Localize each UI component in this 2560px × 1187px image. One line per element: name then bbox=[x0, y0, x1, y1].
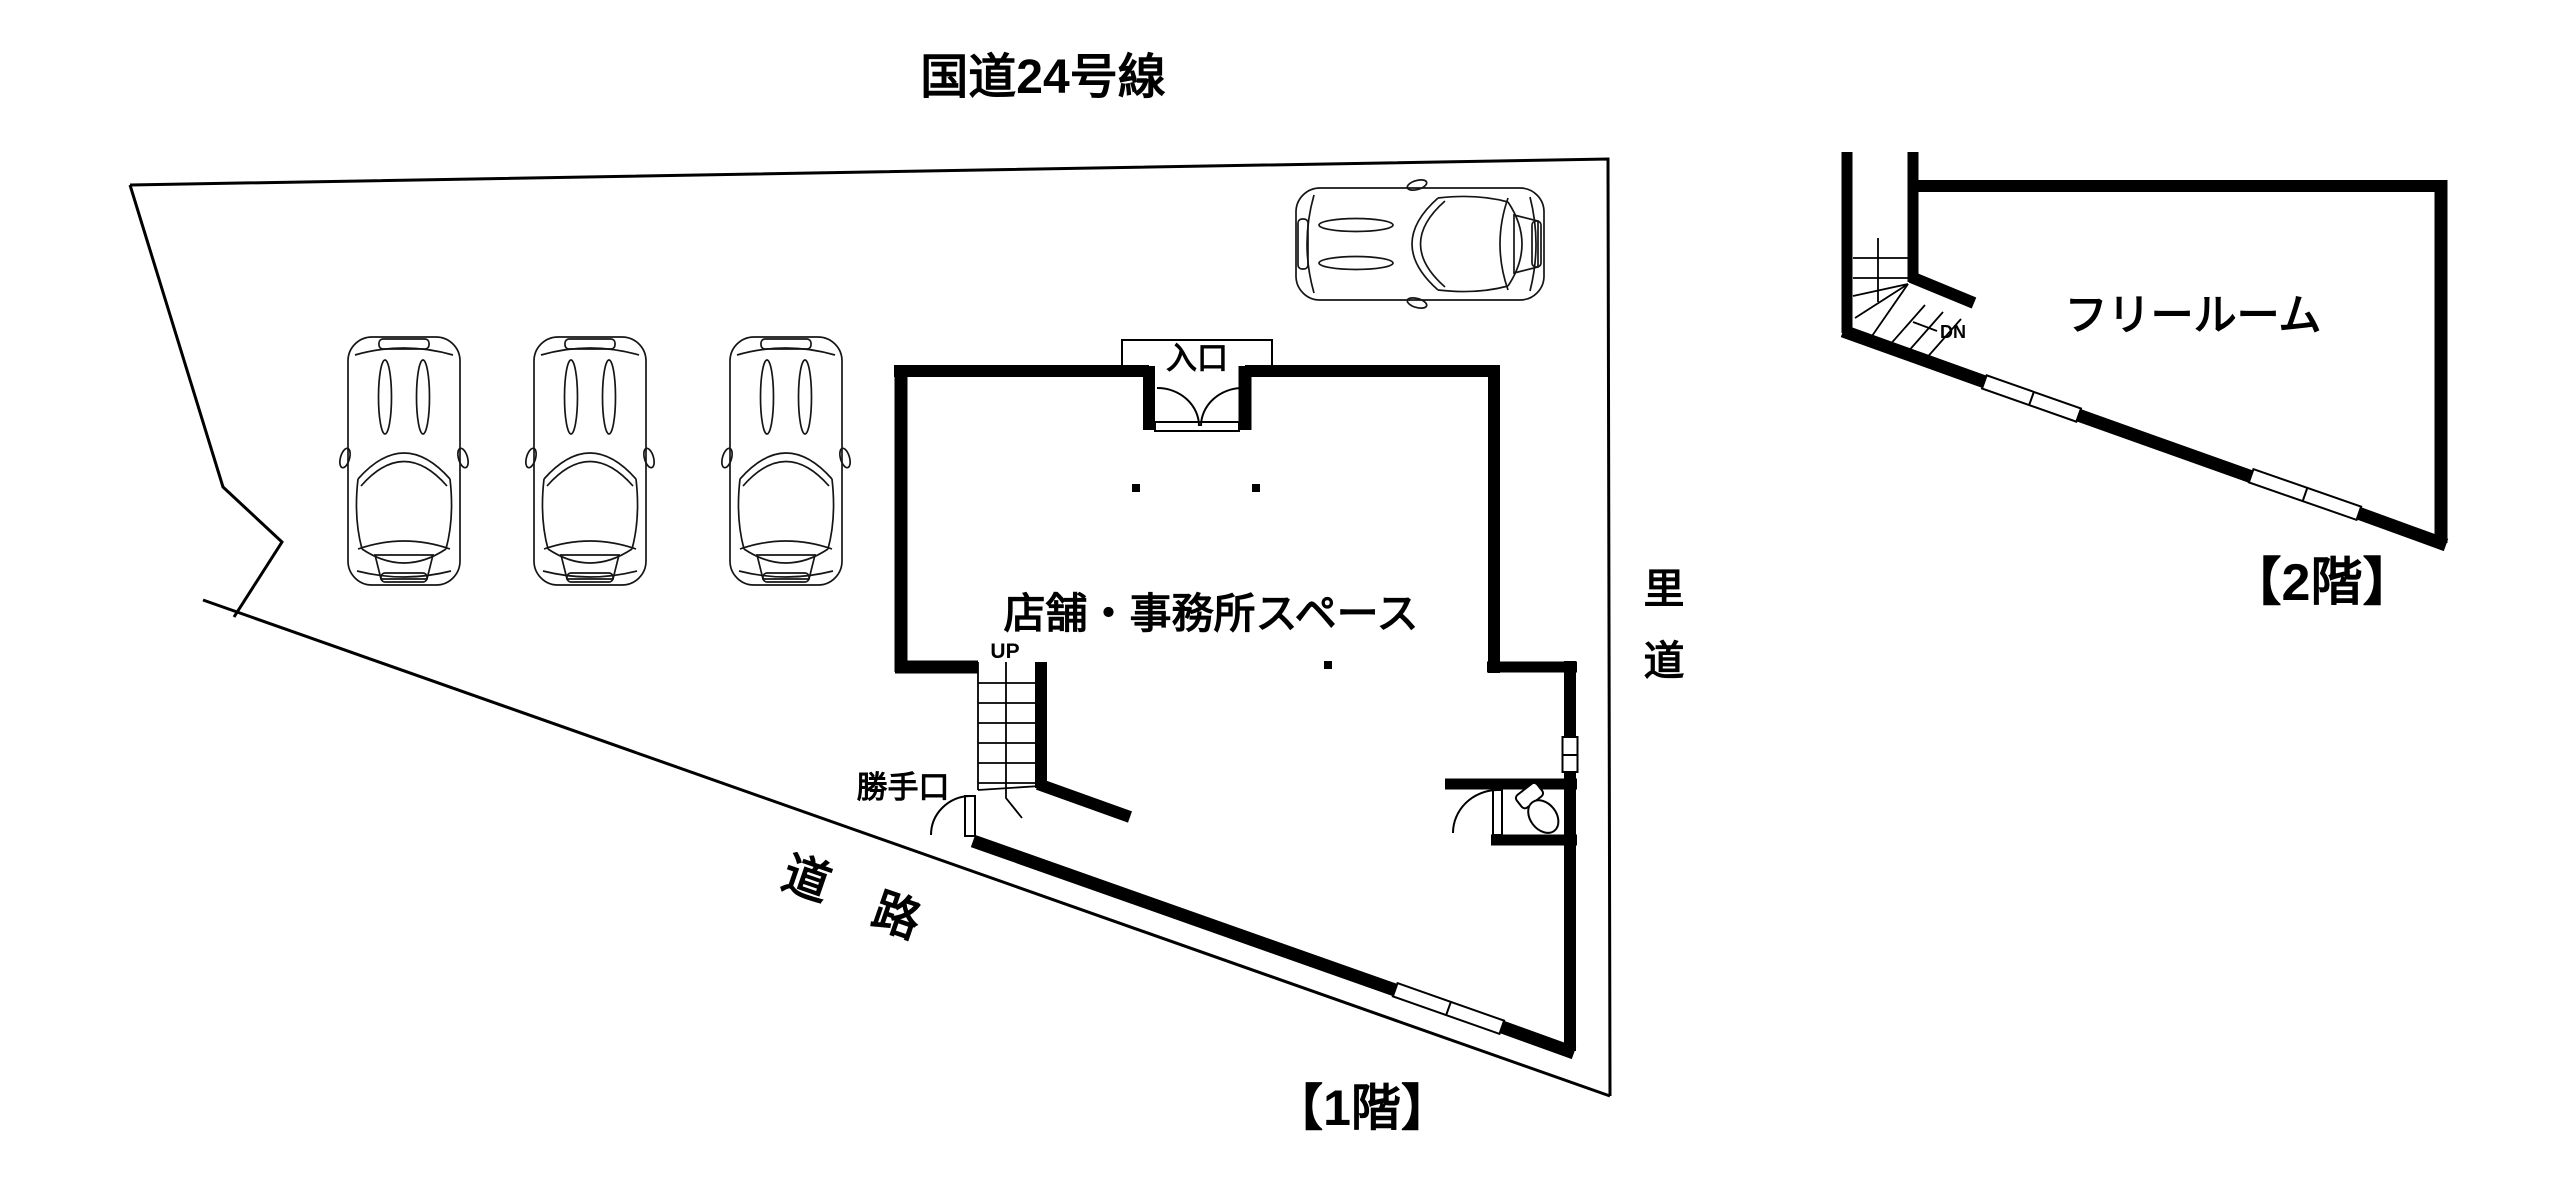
floor-plan-2f: DN フリールーム 【2階】 bbox=[1840, 152, 2449, 612]
window-2f-right bbox=[2247, 467, 2363, 522]
site-plan-1f: 国道24号線 bbox=[128, 51, 1685, 1136]
entrance: 入口 bbox=[1121, 339, 1273, 432]
pillar-3 bbox=[1324, 661, 1332, 669]
room-label-2f: フリールーム bbox=[2065, 292, 2322, 340]
toilet-room bbox=[1452, 781, 1560, 836]
back-door-label: 勝手口 bbox=[857, 770, 950, 805]
pillar-1 bbox=[1132, 484, 1140, 492]
window-front-diagonal bbox=[1391, 981, 1506, 1036]
entrance-door-left-swing bbox=[1156, 387, 1200, 427]
window-right-wall bbox=[1561, 736, 1579, 773]
entrance-sill bbox=[1154, 421, 1240, 432]
staircase-2f: DN bbox=[1852, 238, 1966, 362]
entrance-label-box bbox=[1121, 339, 1273, 366]
parked-car-2 bbox=[523, 336, 657, 586]
room-label-1f: 店舗・事務所スペース bbox=[1004, 590, 1419, 637]
building-2f-walls bbox=[1840, 152, 2449, 552]
window-2f-left bbox=[1980, 374, 2083, 423]
back-door-swing bbox=[930, 795, 971, 836]
caption-2f: 【2階】 bbox=[2230, 554, 2415, 612]
caption-1f: 【1階】 bbox=[1273, 1080, 1451, 1136]
back-door-leaf bbox=[964, 795, 976, 837]
stairs-up-label: UP bbox=[990, 640, 1019, 663]
route-title: 国道24号線 bbox=[920, 51, 1165, 104]
stairs-down-label: DN bbox=[1940, 322, 1966, 342]
toilet-door-leaf bbox=[1492, 789, 1503, 836]
parked-car-1 bbox=[337, 336, 471, 586]
side-road-char-1: 里 bbox=[1644, 566, 1685, 612]
staircase-1f: UP bbox=[977, 640, 1041, 819]
visitor-car bbox=[1295, 177, 1545, 311]
toilet-door-swing bbox=[1452, 789, 1498, 834]
site-boundary-top-right bbox=[129, 157, 1612, 1097]
pillar-2 bbox=[1252, 484, 1260, 492]
site-boundary-left bbox=[128, 184, 284, 618]
front-road-char-2: 路 bbox=[866, 883, 929, 949]
back-door: 勝手口 bbox=[857, 770, 976, 837]
side-road-char-2: 道 bbox=[1644, 638, 1685, 684]
parked-car-3 bbox=[719, 336, 853, 586]
site-boundary-road-edge bbox=[202, 598, 1611, 1098]
building-1f-walls bbox=[894, 365, 1577, 1060]
entrance-door-right-swing bbox=[1200, 387, 1244, 427]
toilet-fixture-icon bbox=[1514, 781, 1560, 834]
site-boundary bbox=[128, 157, 1612, 1098]
entrance-label: 入口 bbox=[1166, 341, 1228, 376]
front-road-char-1: 道 bbox=[776, 846, 838, 911]
